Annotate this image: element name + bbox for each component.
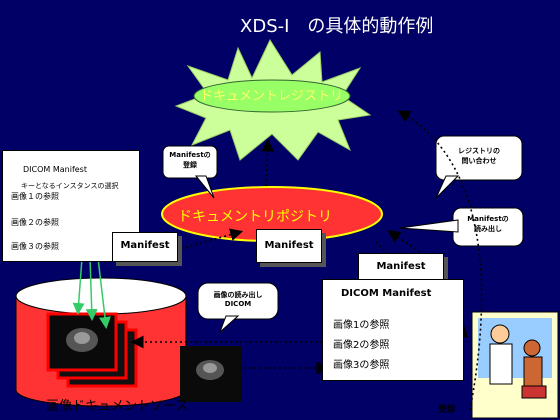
patient-label: 受診 [438,405,457,415]
dicom-document-row: 画像1の参照 [333,320,390,331]
transferred-image [180,346,242,402]
dicom-document-row: 画像3の参照 [333,360,390,371]
dicom-document-title: DICOM Manifest [341,288,432,299]
image-source-label: 画像ドキュメントソース [46,399,189,414]
callout-query-line: 問い合わせ [461,157,497,165]
callout-read-text: Manifestの 読み出し [453,214,523,234]
page-title: XDS-I の具体的動作例 [240,16,434,37]
patient-doctor-illustration [471,311,559,419]
dicom-document-row: 画像2の参照 [333,340,390,351]
callout-register-line: 登録 [183,161,197,169]
image-stack [46,312,138,388]
callout-read-line: 読み出し [474,225,502,233]
callout-register [162,145,218,199]
manifest-panel-title: DICOM Manifest [23,165,87,174]
manifest-panel-row: 画像３の参照 [11,242,59,251]
manifest-box-repository[interactable]: Manifest [256,229,322,263]
repository-label: ドキュメントリポジトリ [178,209,332,225]
reference-arrows [72,257,111,329]
callout-query-text: レジストリの 問い合わせ [436,146,522,166]
callout-register-line: Manifestの [169,151,211,159]
manifest-panel-subtitle: キーとなるインスタンスの選択 [21,182,119,190]
registry-ellipse [193,79,351,113]
manifest-panel-row: 画像２の参照 [11,218,59,227]
callout-read [399,207,524,247]
dicom-manifest-document: DICOM Manifest 画像1の参照 画像2の参照 画像3の参照 [322,279,464,381]
callout-image-read-text: 画像の読み出し DICOM [198,290,278,308]
callout-query-line: レジストリの [458,147,500,155]
callout-image-read-line: 画像の読み出し [213,291,263,299]
manifest-panel-row: 画像１の参照 [11,192,59,201]
manifest-box-source[interactable]: Manifest [112,232,178,262]
callout-register-text: Manifestの 登録 [163,150,217,170]
callout-read-line: Manifestの [467,215,509,223]
callout-image-read-line: DICOM [224,300,252,308]
callout-image-read [197,282,279,333]
callout-query [435,135,523,199]
registry-label: ドキュメントレジストリ [200,89,344,104]
